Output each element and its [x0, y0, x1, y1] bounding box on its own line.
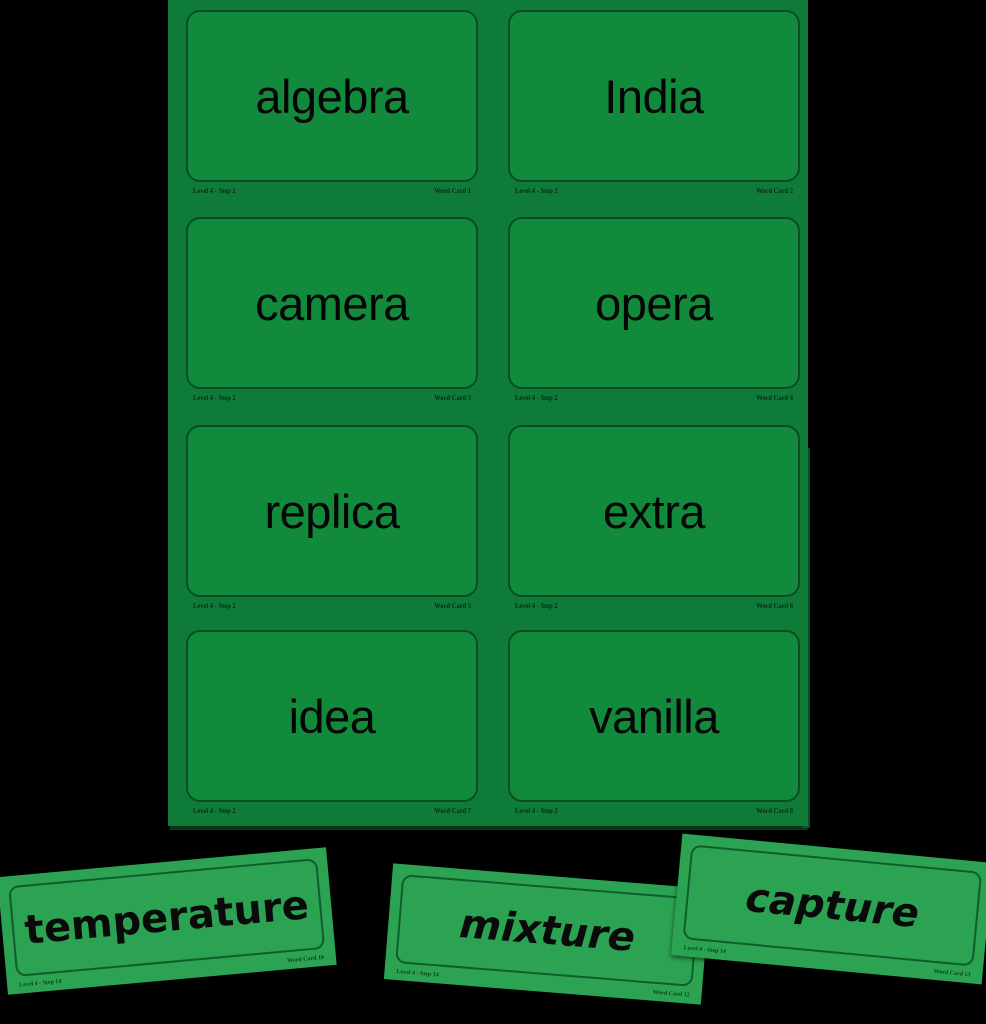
word-card[interactable]: opera: [508, 217, 800, 389]
loose-word-card-level-step: Level 4 - Step 14: [396, 968, 439, 978]
word-card-text: replica: [264, 484, 400, 538]
word-card-number: Word Card 2: [756, 186, 793, 196]
word-card-cell: algebra Level 4 - Step 2 Word Card 1: [186, 10, 478, 204]
word-card-footer: Level 4 - Step 2 Word Card 6: [510, 599, 798, 613]
word-card-text: India: [604, 69, 704, 123]
loose-word-card-number: Word Card 12: [652, 989, 690, 999]
word-card[interactable]: extra: [508, 425, 800, 597]
word-card[interactable]: India: [508, 10, 800, 182]
word-card-level-step: Level 4 - Step 2: [193, 601, 236, 611]
word-card[interactable]: vanilla: [508, 630, 800, 802]
word-card-text: extra: [603, 484, 706, 538]
loose-word-card-number: Word Card 10: [286, 954, 325, 964]
loose-word-card-level-step: Level 4 - Step 14: [18, 978, 62, 989]
word-card-footer: Level 4 - Step 2 Word Card 8: [510, 804, 798, 818]
word-card-level-step: Level 4 - Step 2: [515, 186, 558, 196]
sheet-bottom-edge: [170, 826, 808, 830]
word-card-footer: Level 4 - Step 2 Word Card 1: [188, 184, 476, 198]
word-card-level-step: Level 4 - Step 2: [193, 393, 236, 403]
word-card-text: camera: [255, 276, 409, 330]
word-card-cell: idea Level 4 - Step 2 Word Card 7: [186, 630, 478, 824]
word-card-level-step: Level 4 - Step 2: [515, 601, 558, 611]
word-card-cell: vanilla Level 4 - Step 2 Word Card 8: [508, 630, 800, 824]
word-card-cell: camera Level 4 - Step 2 Word Card 3: [186, 217, 478, 411]
word-card-level-step: Level 4 - Step 2: [515, 393, 558, 403]
loose-word-card-number: Word Card 13: [933, 968, 971, 978]
word-card-number: Word Card 5: [434, 601, 471, 611]
word-card-footer: Level 4 - Step 2 Word Card 5: [188, 599, 476, 613]
loose-word-card-text: mixture: [457, 900, 637, 961]
word-card-sheet: algebra Level 4 - Step 2 Word Card 1 Ind…: [168, 0, 808, 826]
word-card[interactable]: replica: [186, 425, 478, 597]
word-card-grid: algebra Level 4 - Step 2 Word Card 1 Ind…: [168, 0, 808, 826]
word-card-cell: opera Level 4 - Step 2 Word Card 4: [508, 217, 800, 411]
word-card-footer: Level 4 - Step 2 Word Card 3: [188, 391, 476, 405]
word-card-footer: Level 4 - Step 2 Word Card 2: [510, 184, 798, 198]
loose-word-card-capture[interactable]: capture Level 4 - Step 14 Word Card 13: [670, 833, 986, 985]
word-card-cell: India Level 4 - Step 2 Word Card 2: [508, 10, 800, 204]
loose-word-card-temperature[interactable]: temperature Level 4 - Step 14 Word Card …: [0, 847, 337, 995]
word-card-text: algebra: [255, 69, 409, 123]
word-card-number: Word Card 3: [434, 393, 471, 403]
word-card-cell: extra Level 4 - Step 2 Word Card 6: [508, 425, 800, 619]
word-card-number: Word Card 1: [434, 186, 471, 196]
loose-word-card-text: capture: [743, 874, 921, 937]
word-card-level-step: Level 4 - Step 2: [193, 186, 236, 196]
word-card-footer: Level 4 - Step 2 Word Card 7: [188, 804, 476, 818]
word-card-number: Word Card 4: [756, 393, 793, 403]
word-card-number: Word Card 6: [756, 601, 793, 611]
word-card[interactable]: camera: [186, 217, 478, 389]
word-card[interactable]: algebra: [186, 10, 478, 182]
word-card-text: idea: [288, 689, 376, 743]
loose-word-card-mixture[interactable]: mixture Level 4 - Step 14 Word Card 12: [383, 863, 711, 1005]
word-card-level-step: Level 4 - Step 2: [193, 806, 236, 816]
word-card-number: Word Card 8: [756, 806, 793, 816]
word-card-text: opera: [595, 276, 713, 330]
word-card-footer: Level 4 - Step 2 Word Card 4: [510, 391, 798, 405]
word-card-number: Word Card 7: [434, 806, 471, 816]
loose-word-card-level-step: Level 4 - Step 14: [683, 944, 727, 955]
word-card-cell: replica Level 4 - Step 2 Word Card 5: [186, 425, 478, 619]
word-card[interactable]: idea: [186, 630, 478, 802]
word-card-level-step: Level 4 - Step 2: [515, 806, 558, 816]
loose-word-card-text: temperature: [22, 881, 311, 954]
word-card-text: vanilla: [589, 689, 719, 743]
